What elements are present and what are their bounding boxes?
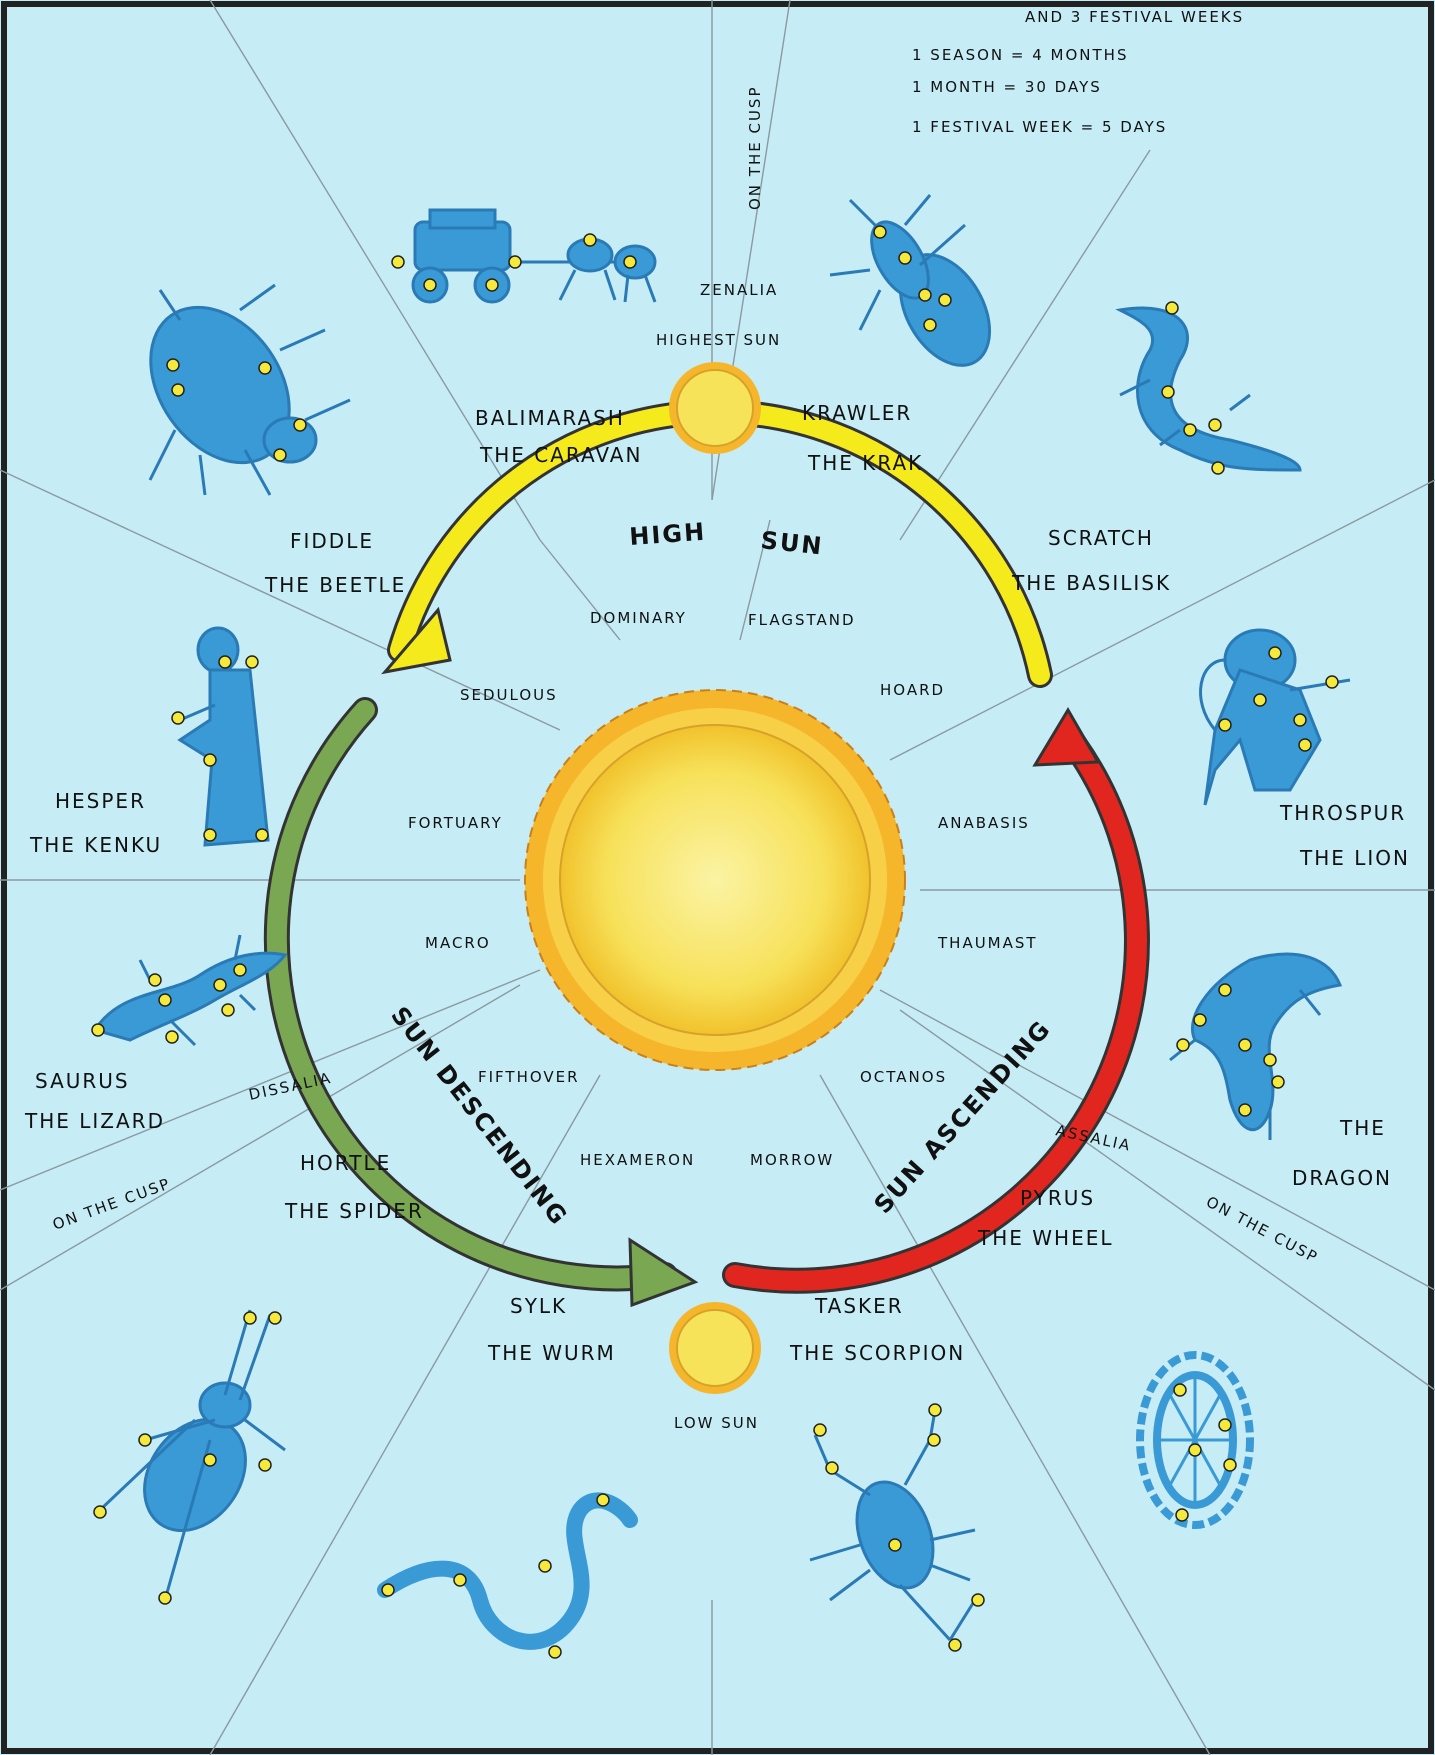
balimarash-title: THE CARAVAN (479, 443, 642, 467)
month-hoard: HOARD (880, 681, 945, 699)
hesper-name: HESPER (55, 789, 146, 813)
month-sedulous: SEDULOUS (460, 686, 558, 704)
dragon-name: THE (1339, 1116, 1386, 1140)
sylk-name: SYLK (510, 1294, 567, 1318)
tasker-name: TASKER (814, 1294, 904, 1318)
month-thaumast: THAUMAST (937, 934, 1038, 952)
saurus-title: THE LIZARD (24, 1109, 165, 1133)
throspur-title: THE LION (1299, 846, 1410, 870)
hortle-name: HORTLE (300, 1151, 391, 1175)
pyrus-title: THE WHEEL (977, 1226, 1113, 1250)
low-sun-label: LOW SUN (674, 1414, 759, 1432)
legend-line-month: 1 MONTH = 30 DAYS (912, 78, 1102, 96)
low-sun-disc (669, 1302, 761, 1394)
festival-zenalia: ZENALIA (700, 281, 778, 299)
legend-line-festivals: AND 3 FESTIVAL WEEKS (1025, 8, 1244, 26)
month-fortuary: FORTUARY (408, 814, 503, 832)
month-morrow: MORROW (750, 1151, 834, 1169)
month-octanos: OCTANOS (860, 1068, 947, 1086)
dragon-title: DRAGON (1292, 1166, 1392, 1190)
scratch-title: THE BASILISK (1011, 571, 1171, 595)
legend-line-season: 1 SEASON = 4 MONTHS (912, 46, 1128, 64)
throspur-name: THROSPUR (1279, 801, 1406, 825)
hesper-title: THE KENKU (29, 833, 162, 857)
krawler-title: THE KRAK (807, 451, 923, 475)
sylk-title: THE WURM (487, 1341, 616, 1365)
month-fifthover: FIFTHOVER (478, 1068, 580, 1086)
highest-sun-label: HIGHEST SUN (656, 331, 781, 349)
month-dominary: DOMINARY (590, 609, 687, 627)
legend-line-festival-week: 1 FESTIVAL WEEK = 5 DAYS (912, 118, 1167, 136)
fiddle-name: FIDDLE (290, 529, 374, 553)
pyrus-name: PYRUS (1020, 1186, 1095, 1210)
fiddle-title: THE BEETLE (264, 573, 406, 597)
hortle-title: THE SPIDER (284, 1199, 424, 1223)
month-macro: MACRO (425, 934, 491, 952)
central-sun (525, 690, 905, 1070)
scratch-name: SCRATCH (1048, 526, 1154, 550)
tasker-title: THE SCORPION (789, 1341, 965, 1365)
krawler-name: KRAWLER (802, 401, 912, 425)
arc-label-high: HIGH (628, 518, 707, 551)
balimarash-name: BALIMARASH (475, 406, 625, 430)
cusp-label-top: ON THE CUSP (746, 85, 764, 210)
month-anabasis: ANABASIS (938, 814, 1030, 832)
highest-sun-disc (669, 362, 761, 454)
saurus-name: SAURUS (35, 1069, 130, 1093)
month-hexameron: HEXAMERON (580, 1151, 695, 1169)
month-flagstand: FLAGSTAND (748, 611, 856, 629)
